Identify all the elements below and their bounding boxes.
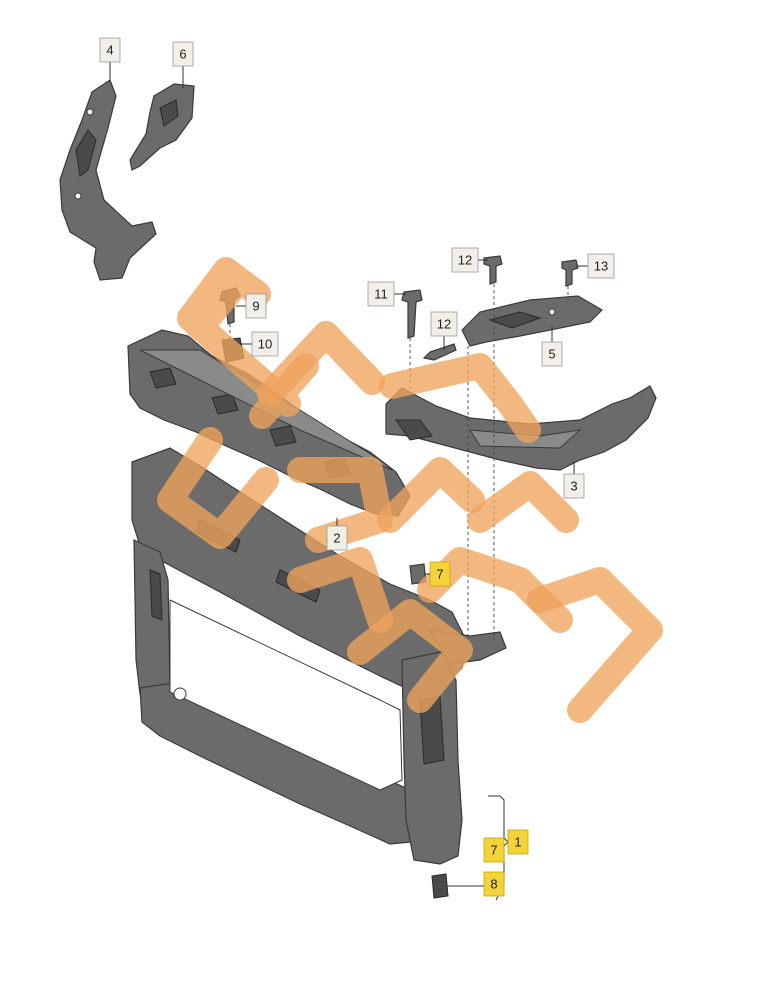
part-12-bolt-upper <box>483 255 503 285</box>
callout-7-lower: 7 <box>483 837 505 863</box>
callout-5-label: 5 <box>548 347 555 362</box>
part-11-bolt <box>401 289 423 339</box>
callout-11: 11 <box>367 281 395 307</box>
callout-4: 4 <box>99 37 121 63</box>
callout-13: 13 <box>587 253 615 279</box>
callout-5: 5 <box>541 341 563 367</box>
callout-9: 9 <box>245 293 267 319</box>
callout-7-lower-label: 7 <box>490 843 497 858</box>
part-5-bracket <box>461 295 603 347</box>
callout-8: 8 <box>483 871 505 897</box>
callout-1-label: 1 <box>514 835 521 850</box>
callout-13-label: 13 <box>594 259 608 274</box>
callout-10: 10 <box>251 331 279 357</box>
part-6-bracket <box>129 83 195 171</box>
callout-2-label: 2 <box>333 531 340 546</box>
callout-11-label: 11 <box>374 287 388 302</box>
part-4-bracket <box>59 79 157 281</box>
callout-2: 2 <box>326 525 348 551</box>
callout-1: 1 <box>507 829 529 855</box>
callout-10-label: 10 <box>258 337 272 352</box>
callout-12-lower: 12 <box>430 311 458 337</box>
callout-12-upper-label: 12 <box>458 253 472 268</box>
callout-6-label: 6 <box>179 47 186 62</box>
part-13-bolt <box>561 259 579 287</box>
callout-3: 3 <box>563 473 585 499</box>
callout-12-upper: 12 <box>451 247 479 273</box>
callout-7-upper: 7 <box>429 561 451 587</box>
callout-6: 6 <box>172 41 194 67</box>
callout-7-upper-label: 7 <box>436 567 443 582</box>
callout-8-label: 8 <box>490 877 497 892</box>
part-8-bushing <box>431 873 449 899</box>
callout-9-label: 9 <box>252 299 259 314</box>
callout-3-label: 3 <box>570 479 577 494</box>
callout-4-label: 4 <box>106 43 113 58</box>
callout-12-lower-label: 12 <box>437 317 451 332</box>
part-12-screw-lower <box>422 343 457 361</box>
